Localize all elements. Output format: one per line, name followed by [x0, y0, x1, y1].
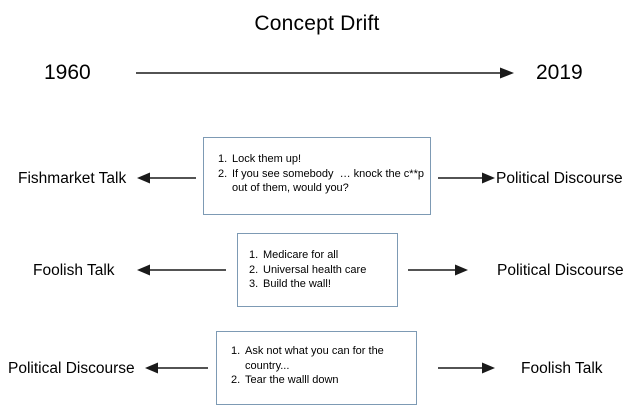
- list-item-text: Lock them up!: [232, 153, 302, 165]
- page-title: Concept Drift: [254, 12, 380, 35]
- list-item-number: 1.: [249, 249, 259, 261]
- list-item: 2. Tear the walll down: [231, 373, 416, 388]
- list-item: 1. Lock them up!: [218, 152, 430, 167]
- list-item-text: Tear the walll down: [245, 374, 339, 386]
- row-1-right-label: Political Discourse: [496, 170, 623, 187]
- list-item-number: 1.: [231, 345, 241, 357]
- list-item: 1. Medicare for all: [249, 248, 397, 263]
- row-3-quote-list: 1. Ask not what you can for the country.…: [217, 332, 416, 388]
- list-item: 3. Build the wall!: [249, 277, 397, 292]
- row-3-right-arrow-icon: [438, 362, 495, 374]
- row-1-quote-box: 1. Lock them up! 2. If you see somebody …: [203, 137, 431, 215]
- list-item-number: 1.: [218, 153, 228, 165]
- list-item-text: Build the wall!: [263, 278, 331, 290]
- timeline-arrow-icon: [136, 67, 514, 79]
- row-3-right-label: Foolish Talk: [521, 360, 603, 377]
- row-2-right-label: Political Discourse: [497, 262, 624, 279]
- list-item: 1. Ask not what you can for the country.…: [231, 344, 416, 373]
- row-3-left-arrow-icon: [145, 362, 208, 374]
- timeline-end-year: 2019: [536, 61, 583, 84]
- row-1-left-arrow-icon: [137, 172, 196, 184]
- row-3-quote-box: 1. Ask not what you can for the country.…: [216, 331, 417, 405]
- row-1-right-arrow-icon: [438, 172, 495, 184]
- list-item-number: 2.: [231, 374, 241, 386]
- row-3-left-label: Political Discourse: [8, 360, 135, 377]
- row-2-left-label: Foolish Talk: [33, 262, 115, 279]
- row-2-quote-list: 1. Medicare for all 2. Universal health …: [238, 234, 397, 292]
- row-2-left-arrow-icon: [137, 264, 226, 276]
- list-item-text: If you see somebody … knock the c**p out…: [232, 167, 428, 195]
- row-1-quote-list: 1. Lock them up! 2. If you see somebody …: [204, 138, 430, 196]
- list-item-text: Universal health care: [263, 263, 367, 276]
- list-item-number: 2.: [249, 263, 259, 276]
- list-item: 2. If you see somebody … knock the c**p …: [218, 167, 430, 196]
- list-item-text: Ask not what you can for the country...: [245, 345, 387, 372]
- timeline-start-year: 1960: [44, 61, 91, 84]
- row-1-left-label: Fishmarket Talk: [18, 170, 127, 187]
- list-item-text: Medicare for all: [263, 249, 339, 261]
- list-item: 2. Universal health care: [249, 263, 397, 278]
- list-item-number: 2.: [218, 167, 228, 180]
- row-2-quote-box: 1. Medicare for all 2. Universal health …: [237, 233, 398, 307]
- list-item-number: 3.: [249, 278, 259, 290]
- row-2-right-arrow-icon: [408, 264, 468, 276]
